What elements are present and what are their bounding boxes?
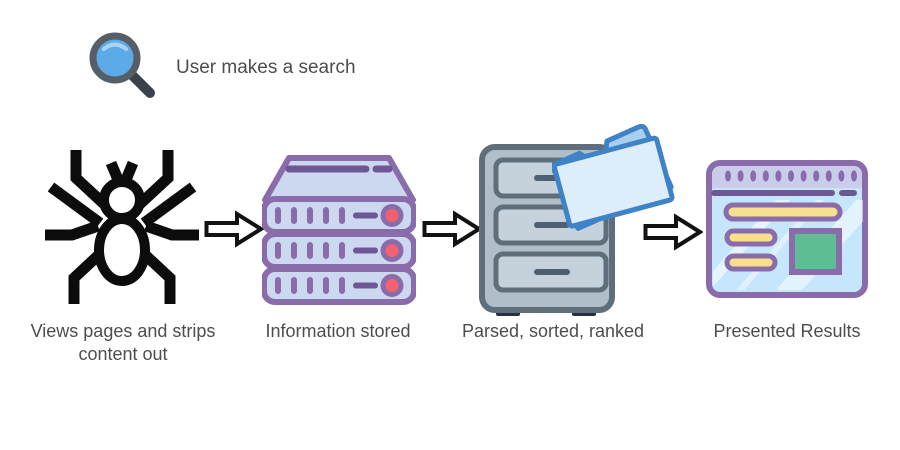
folder-icon xyxy=(552,112,692,252)
step-caption-store: Information stored xyxy=(265,321,411,341)
right-block-arrow xyxy=(422,210,482,248)
step-caption-crawl: Views pages and strips content out xyxy=(30,321,216,364)
magnifier-icon xyxy=(86,30,162,100)
spider-icon xyxy=(34,146,214,312)
step-caption-present: Presented Results xyxy=(713,321,861,341)
right-block-arrow xyxy=(643,213,703,251)
right-block-arrow xyxy=(204,210,264,248)
step-caption-process: Parsed, sorted, ranked xyxy=(461,321,645,341)
server-stack-icon xyxy=(262,155,416,309)
browser-results-icon xyxy=(706,160,870,300)
intro-caption: User makes a search xyxy=(176,57,356,78)
